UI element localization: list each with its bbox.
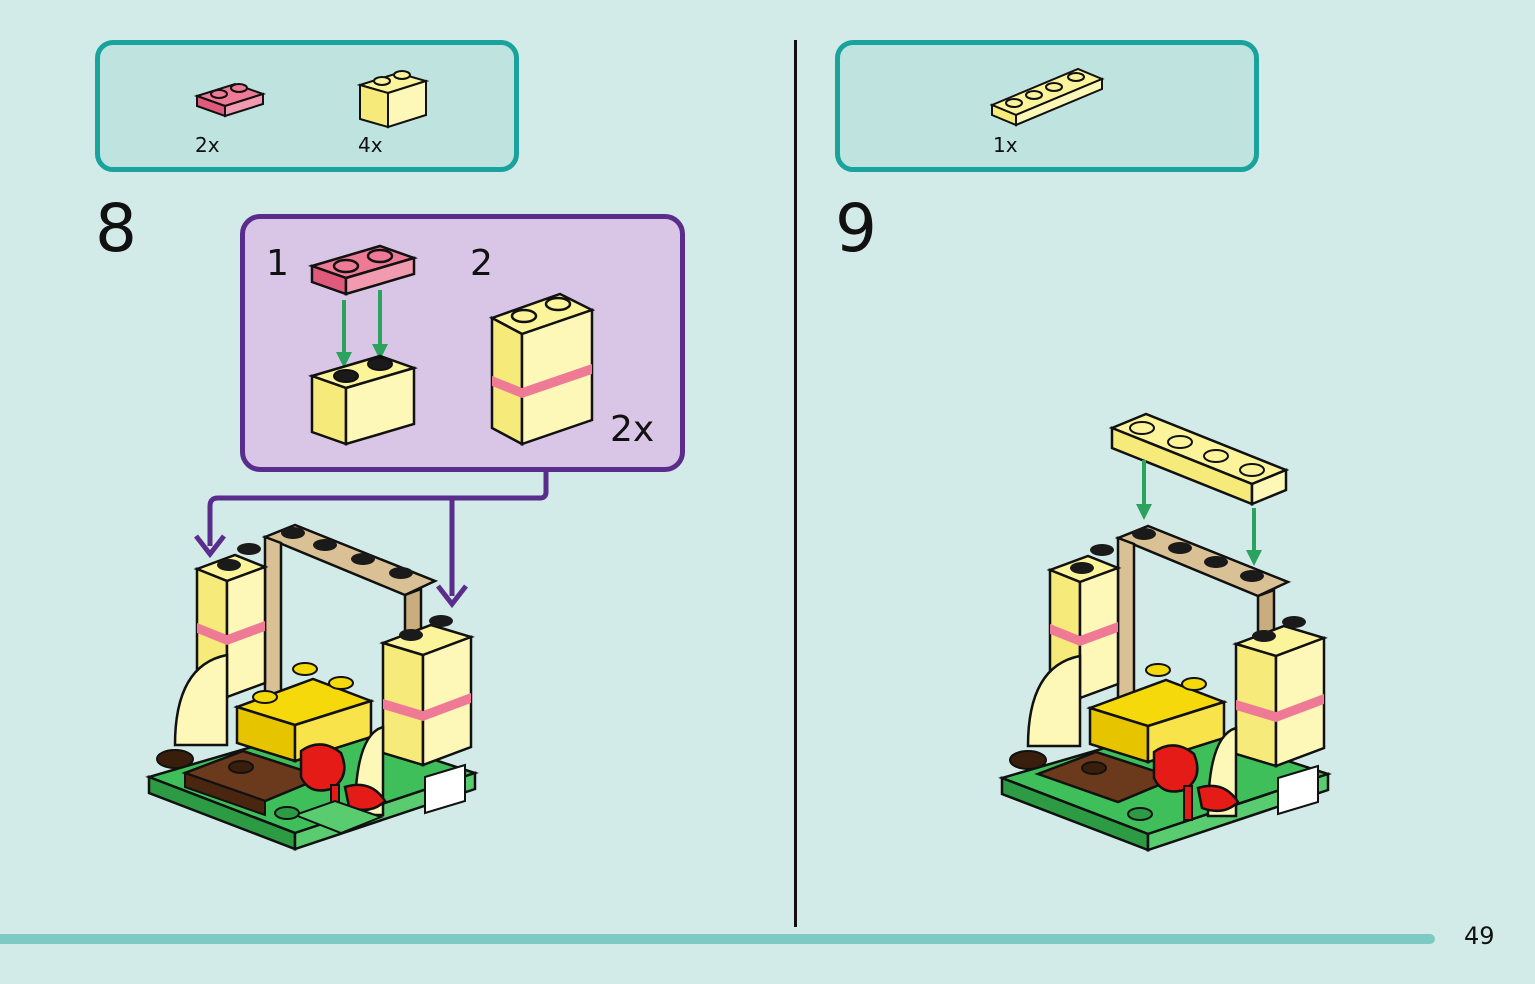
substep-1-label: 1 bbox=[266, 243, 289, 284]
yellow-plate-1x4-icon bbox=[989, 67, 1105, 127]
callout-connector-arrows bbox=[194, 472, 549, 609]
step8-number: 8 bbox=[95, 190, 137, 267]
substep-repeat-label: 2x bbox=[610, 409, 655, 450]
step9-parts-box: 1x bbox=[835, 40, 1259, 172]
page-number: 49 bbox=[1464, 922, 1495, 950]
pink-plate-1x2-icon bbox=[193, 82, 267, 118]
substep-1-assembly-icon bbox=[307, 244, 419, 446]
yellow-brick-1x2-icon bbox=[356, 70, 430, 129]
step9-number: 9 bbox=[835, 190, 877, 267]
step8-parts-box: 2x 4x bbox=[95, 40, 519, 172]
step8-model-illustration bbox=[145, 523, 480, 851]
substep-2-label: 2 bbox=[470, 243, 493, 284]
pink-plate-qty: 2x bbox=[195, 133, 220, 157]
step9-model-illustration bbox=[998, 412, 1333, 852]
page-divider bbox=[794, 40, 797, 927]
substep-2-assembly-icon bbox=[488, 292, 596, 447]
footer-bar bbox=[0, 934, 1435, 944]
yellow-plate-qty: 1x bbox=[993, 133, 1018, 157]
yellow-brick-qty: 4x bbox=[358, 133, 383, 157]
